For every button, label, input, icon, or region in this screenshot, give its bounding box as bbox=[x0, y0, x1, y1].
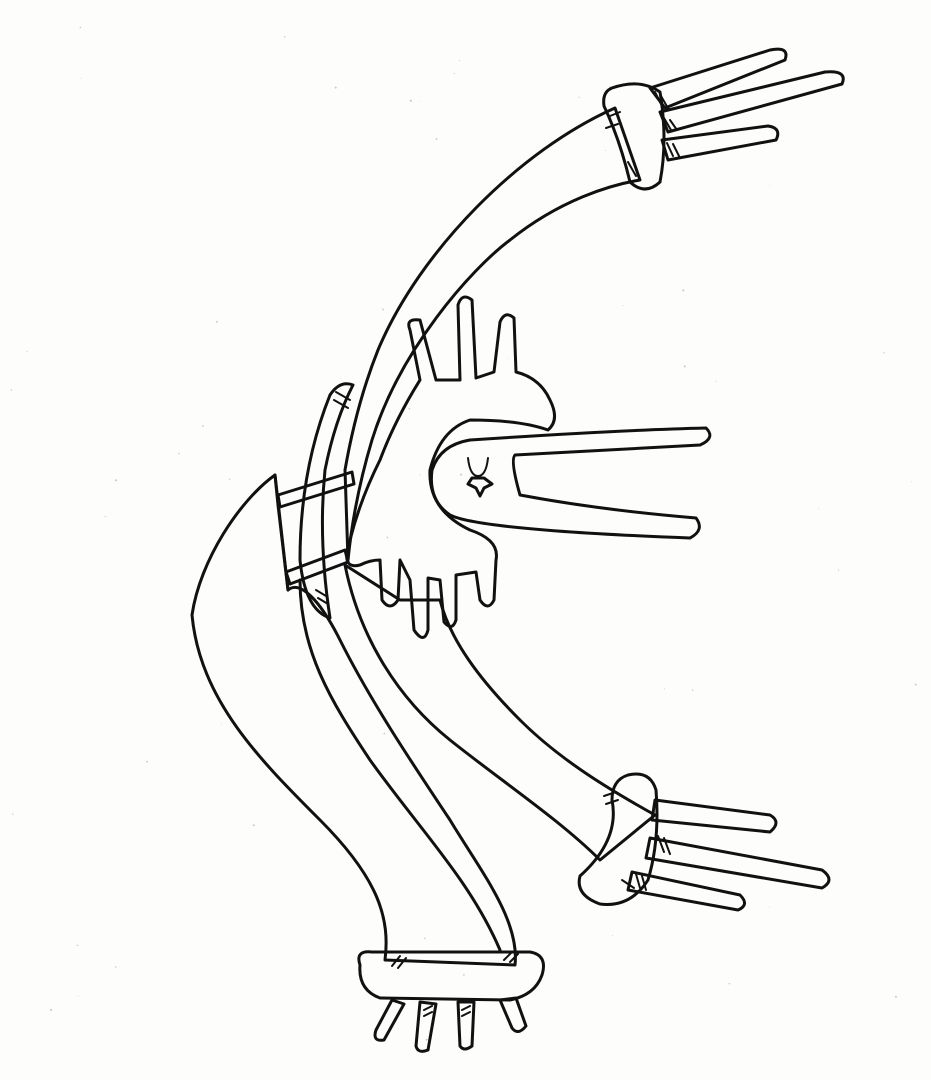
finger-icon bbox=[644, 836, 831, 890]
speck-icon bbox=[80, 77, 82, 79]
finger-icon bbox=[648, 47, 788, 110]
speck-icon bbox=[104, 515, 106, 518]
upper-arm-fingers bbox=[648, 47, 845, 162]
speck-icon bbox=[222, 799, 224, 801]
finger-icon bbox=[414, 1000, 438, 1053]
speck-icon bbox=[283, 35, 286, 38]
speck-icon bbox=[817, 508, 819, 510]
speck-icon bbox=[507, 358, 509, 359]
speck-icon bbox=[383, 732, 386, 735]
finger-icon bbox=[456, 1000, 476, 1051]
speck-icon bbox=[435, 137, 438, 140]
speck-icon bbox=[463, 974, 465, 976]
sleeve-icon bbox=[190, 473, 517, 967]
tiny-figure-icon bbox=[466, 476, 494, 498]
speck-icon bbox=[683, 365, 686, 368]
speck-icon bbox=[76, 944, 79, 947]
finger-icon bbox=[660, 124, 780, 162]
speck-icon bbox=[386, 536, 389, 539]
speck-icon bbox=[130, 180, 131, 182]
lower-left-arm bbox=[190, 473, 545, 1053]
speck-icon bbox=[77, 995, 79, 997]
speck-icon bbox=[914, 683, 917, 686]
heart-icon bbox=[345, 295, 556, 639]
speck-icon bbox=[911, 481, 913, 483]
finger-icon bbox=[650, 798, 778, 834]
speck-icon bbox=[220, 723, 222, 725]
speck-icon bbox=[228, 478, 231, 480]
speck-icon bbox=[460, 473, 463, 476]
speck-icon bbox=[664, 688, 666, 690]
upper-arm bbox=[343, 47, 845, 562]
speck-icon bbox=[252, 824, 255, 827]
speck-icon bbox=[79, 26, 82, 29]
speck-icon bbox=[334, 86, 337, 89]
speck-icon bbox=[178, 452, 180, 455]
speck-icon bbox=[26, 350, 28, 352]
tube-icon bbox=[429, 426, 712, 540]
speck-icon bbox=[691, 689, 694, 691]
sleeve-icon bbox=[343, 563, 657, 862]
speck-icon bbox=[682, 289, 685, 292]
speck-icon bbox=[419, 474, 421, 476]
upper-cuff bbox=[602, 82, 666, 191]
speck-icon bbox=[837, 569, 840, 571]
speck-icon bbox=[768, 906, 770, 908]
speck-icon bbox=[10, 389, 13, 391]
speck-icon bbox=[715, 380, 717, 382]
speck-icon bbox=[215, 320, 218, 323]
finger-icon bbox=[626, 870, 746, 912]
speck-icon bbox=[382, 308, 384, 311]
finger-icon bbox=[658, 70, 845, 134]
speck-icon bbox=[612, 935, 613, 936]
speck-icon bbox=[408, 407, 411, 410]
sleeve-icon bbox=[343, 106, 642, 562]
speck-icon bbox=[728, 983, 731, 985]
lower-right-arm bbox=[343, 563, 831, 912]
speck-icon bbox=[114, 966, 117, 968]
speck-icon bbox=[425, 1038, 428, 1041]
pink-band bbox=[276, 470, 356, 509]
pink-band bbox=[284, 548, 350, 586]
bottom-fingers bbox=[373, 996, 528, 1053]
finger-icon bbox=[498, 996, 528, 1033]
finger-icon bbox=[373, 998, 406, 1042]
speck-icon bbox=[605, 150, 607, 151]
paper-speck-group bbox=[10, 26, 917, 1041]
speck-icon bbox=[115, 479, 118, 482]
strip-piece-upper bbox=[298, 382, 355, 620]
speck-icon bbox=[829, 287, 830, 289]
speck-icon bbox=[409, 99, 412, 102]
speck-icon bbox=[12, 813, 14, 815]
bottom-cuff bbox=[357, 950, 545, 1002]
speck-icon bbox=[894, 995, 897, 998]
speck-icon bbox=[458, 60, 461, 62]
speck-icon bbox=[146, 760, 148, 763]
speck-icon bbox=[768, 185, 770, 186]
lower-right-fingers bbox=[626, 798, 831, 912]
speck-icon bbox=[883, 352, 885, 354]
middle-tube bbox=[429, 426, 712, 540]
lower-right-cuff bbox=[577, 772, 659, 906]
speck-icon bbox=[424, 937, 426, 940]
speck-icon bbox=[453, 73, 455, 75]
speck-icon bbox=[622, 305, 624, 306]
speck-icon bbox=[418, 101, 420, 102]
speck-icon bbox=[578, 96, 580, 99]
strip-pieces bbox=[276, 382, 356, 620]
speck-icon bbox=[202, 425, 204, 427]
heart-group bbox=[345, 295, 556, 639]
speck-icon bbox=[50, 1008, 53, 1011]
